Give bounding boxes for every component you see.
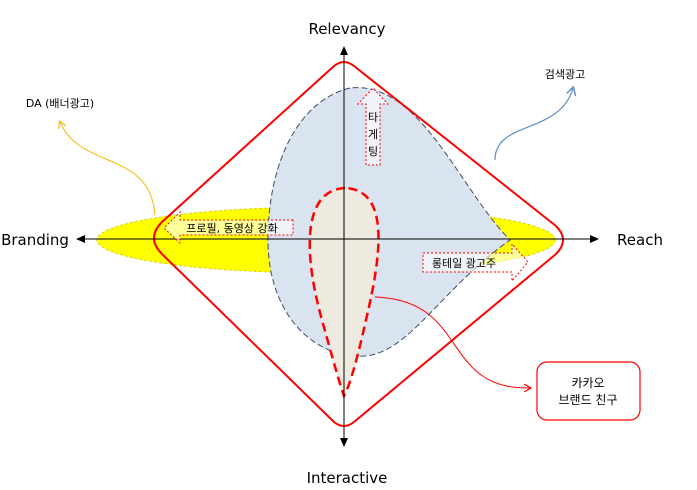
axis-label-reach: Reach [617, 231, 663, 249]
axis-label-interactive: Interactive [307, 469, 388, 487]
profile-arrow-label: 프로필, 동영상 강화 [186, 222, 277, 235]
longtail-arrow-label: 롱테일 광고주 [432, 256, 496, 270]
targeting-arrow-label: 팅 [368, 145, 378, 158]
da-label: DA (배너광고) [26, 97, 94, 110]
axis-label-relevancy: Relevancy [308, 20, 385, 38]
targeting-arrow-label: 타 [368, 111, 378, 124]
targeting-arrow [356, 87, 390, 166]
axis-label-branding: Branding [1, 231, 69, 249]
kakao-box-line2: 브랜드 친구 [558, 393, 617, 407]
profile-arrow [163, 210, 294, 245]
longtail-arrow [422, 242, 529, 283]
search-connector [494, 88, 573, 161]
targeting-teardrop [267, 87, 511, 357]
kakao-connector [374, 296, 530, 388]
coverage-diamond [153, 61, 564, 427]
kakao-box [536, 361, 641, 421]
targeting-arrow-label: 게 [368, 128, 378, 141]
search-ad-label: 검색광고 [545, 68, 585, 81]
da-connector [60, 122, 156, 216]
kakao-box-line1: 카카오 [571, 376, 604, 390]
